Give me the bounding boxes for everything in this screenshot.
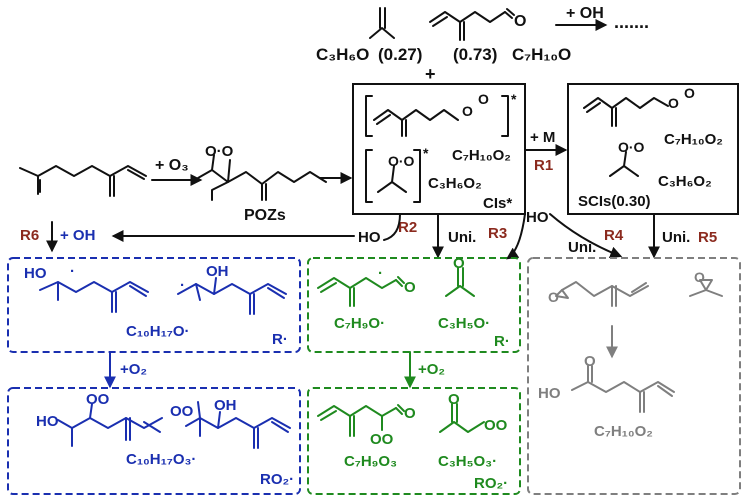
acetone-formula: C₃H₆O xyxy=(316,45,369,64)
green-ro2-formula-2: C₃H₅O₃· xyxy=(438,453,497,470)
blue-ro2-structure-2 xyxy=(185,401,291,449)
scis-c7-oo: O xyxy=(668,95,679,111)
dioxirane-c3-o: O xyxy=(694,269,705,285)
blue-r-tag: R· xyxy=(272,331,288,348)
r6-oh-label: + OH xyxy=(60,227,95,244)
ozone-label: + O₃ xyxy=(155,157,189,174)
green-r-radical-dot: · xyxy=(378,265,383,282)
scis-c3-formula: C₃H₆O₂ xyxy=(658,173,712,190)
criegee-c7-oo: O xyxy=(462,103,473,119)
top-oh-label: + OH xyxy=(566,5,604,22)
cis-label: CIs* xyxy=(483,195,512,212)
aldehyde-yield: (0.73) xyxy=(453,45,497,64)
blue-r-structure-2 xyxy=(177,277,287,315)
scis-c7-oo2: O xyxy=(684,85,695,101)
cis-star-1: * xyxy=(511,91,517,107)
r4-label: R4 xyxy=(604,227,624,244)
green-r-structure-2 xyxy=(445,267,475,297)
acetone-yield: (0.27) xyxy=(378,45,422,64)
green-o2-label: +O₂ xyxy=(418,361,445,378)
aldehyde-structure xyxy=(429,8,515,41)
cis-c7-formula: C₇H₁₀O₂ xyxy=(452,147,511,164)
poz-oo-label: O·O xyxy=(205,143,234,160)
blue-o2-label: +O₂ xyxy=(120,361,147,378)
blue-ro2-formula: C₁₀H₁₇O₃· xyxy=(126,451,196,468)
r2-label: R2 xyxy=(398,219,417,236)
blue-r-box xyxy=(7,257,301,353)
green-r-tag: R· xyxy=(494,333,510,350)
blue-ro2-oo-2: OO xyxy=(170,403,194,420)
blue-ro2-structure-1 xyxy=(57,403,163,447)
scis-c7-structure xyxy=(583,97,669,127)
r5-label: R5 xyxy=(698,229,717,246)
dioxirane-c7-o: O xyxy=(548,289,559,305)
blue-r-oh: OH xyxy=(206,263,229,280)
green-ro2-box xyxy=(307,387,521,495)
green-ro2-tag: RO₂· xyxy=(474,475,508,492)
uni-r3-label: Uni. xyxy=(448,229,476,246)
green-r-formula-1: C₇H₉O· xyxy=(334,315,385,332)
blue-r-structure-1 xyxy=(39,281,149,313)
cis-c3-formula: C₃H₆O₂ xyxy=(428,175,482,192)
blue-r-radical-dot-2: · xyxy=(180,277,185,294)
dioxirane-c7-structure xyxy=(555,281,649,307)
r1-label: R1 xyxy=(534,157,553,174)
aldehyde-oxygen-label: O xyxy=(514,13,526,30)
r4-curve xyxy=(549,213,623,259)
r3-curve-to-green xyxy=(506,213,526,260)
green-r-box xyxy=(307,257,521,353)
green-ro2-structure-2 xyxy=(439,403,485,433)
top-plus-sign: + xyxy=(425,64,436,84)
acetone-structure xyxy=(369,7,395,39)
scis-c3-structure xyxy=(609,151,639,177)
blue-r-radical-dot-1: · xyxy=(70,263,75,280)
r3-label: R3 xyxy=(488,225,507,242)
poz-structure xyxy=(197,154,327,201)
green-ro2-formula-1: C₇H₉O₃ xyxy=(344,453,397,470)
grey-box xyxy=(527,257,741,495)
poz-label: POZs xyxy=(244,207,286,224)
criegee-c7-oo2: O xyxy=(478,91,489,107)
criegee-c3-structure xyxy=(365,149,421,203)
green-ro2-aldehyde-o: O xyxy=(404,405,416,422)
blue-r-ho: HO xyxy=(24,265,47,282)
acid-o-label: O xyxy=(584,353,596,370)
blue-ro2-tag: RO₂· xyxy=(260,471,294,488)
cis-star-2: * xyxy=(423,145,429,161)
top-ellipsis: ....... xyxy=(614,12,649,32)
green-r-structure-1 xyxy=(317,276,405,307)
aldehyde-formula: C₇H₁₀O xyxy=(512,45,571,64)
blue-r-formula: C₁₀H₁₇O· xyxy=(126,323,190,340)
green-ro2-ketone-o: O xyxy=(448,391,460,408)
scis-c3-oo: O·O xyxy=(618,139,645,155)
r6-label: R6 xyxy=(20,227,39,244)
uni-r5-label: Uni. xyxy=(662,229,690,246)
blue-ro2-box xyxy=(7,387,301,495)
ocimene-structure xyxy=(19,165,147,197)
ho-left-label: HO xyxy=(358,229,381,246)
green-ro2-oo-2: OO xyxy=(484,417,508,434)
uni-r4-label: Uni. xyxy=(568,239,596,256)
ho-right-label: HO xyxy=(526,209,549,226)
scis-label: SCIs(0.30) xyxy=(578,193,651,210)
blue-ro2-ho: HO xyxy=(36,413,59,430)
green-r-acetonyl-o: O xyxy=(453,255,465,272)
grey-formula: C₇H₁₀O₂ xyxy=(594,423,653,440)
criegee-c3-oo: O·O xyxy=(388,153,415,169)
green-ro2-structure-1 xyxy=(317,404,405,437)
green-ro2-oo-1: OO xyxy=(370,431,394,448)
dioxirane-c3-structure xyxy=(689,279,723,297)
green-r-aldehyde-o: O xyxy=(404,279,416,296)
r2-curve xyxy=(383,213,401,241)
blue-ro2-oo-1: OO xyxy=(86,391,110,408)
green-r-formula-2: C₃H₅O· xyxy=(438,315,490,332)
acid-structure xyxy=(571,365,675,413)
criegee-c7-structure xyxy=(365,95,509,137)
m-label: + M xyxy=(530,129,555,146)
scis-c7-formula: C₇H₁₀O₂ xyxy=(664,131,723,148)
acid-ho-label: HO xyxy=(538,385,561,402)
blue-ro2-oh: OH xyxy=(214,397,237,414)
